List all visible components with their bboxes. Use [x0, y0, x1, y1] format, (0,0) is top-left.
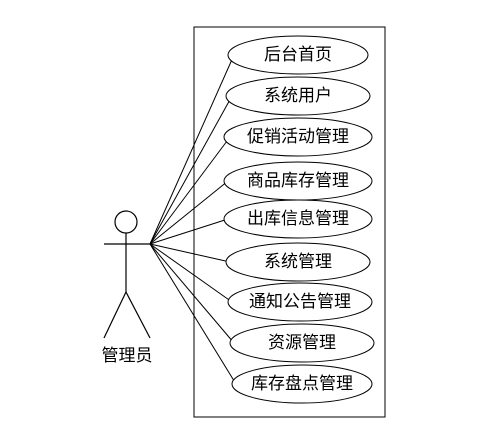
use-case-outbound-management: 出库信息管理	[223, 199, 373, 239]
use-case-ellipse	[229, 323, 375, 363]
use-case-ellipse	[227, 282, 373, 322]
association-line	[149, 243, 233, 303]
association-line	[149, 243, 231, 263]
use-case-label: 系统用户	[264, 86, 332, 106]
use-case-label: 资源管理	[268, 333, 336, 353]
actor: 管理员	[102, 210, 153, 366]
association-line	[149, 180, 229, 245]
use-case-resource-management: 资源管理	[229, 323, 375, 363]
use-case-ellipse	[223, 117, 373, 157]
use-case-promotion-management: 促销活动管理	[223, 117, 373, 157]
use-case-notice-management: 通知公告管理	[227, 282, 373, 322]
actor-left-leg	[103, 291, 127, 339]
use-cases: 后台首页 系统用户 促销活动管理 商品库存管理 出库信息管理 系统管理 通知公告…	[223, 35, 375, 404]
association-line	[149, 218, 229, 245]
use-case-label: 商品库存管理	[247, 171, 349, 191]
association-lines	[149, 54, 237, 385]
use-case-system-users: 系统用户	[225, 76, 371, 116]
association-line	[149, 243, 237, 385]
association-line	[149, 95, 233, 245]
use-case-ellipse	[225, 76, 371, 116]
use-case-label: 出库信息管理	[247, 209, 349, 229]
use-case-label: 促销活动管理	[247, 127, 349, 147]
use-case-ellipse	[231, 364, 373, 404]
use-case-ellipse	[225, 242, 371, 282]
actor-right-leg	[125, 291, 151, 339]
use-case-ellipse	[227, 35, 369, 75]
use-case-label: 通知公告管理	[249, 292, 351, 312]
use-case-label: 库存盘点管理	[251, 374, 353, 394]
use-case-label: 系统管理	[264, 252, 332, 272]
association-line	[149, 243, 235, 344]
actor-label: 管理员	[102, 346, 153, 366]
use-case-system-management: 系统管理	[225, 242, 371, 282]
association-line	[149, 136, 231, 245]
use-case-label: 后台首页	[264, 45, 332, 65]
association-line	[149, 54, 235, 245]
use-case-stocktaking-management: 库存盘点管理	[231, 364, 373, 404]
actor-head	[114, 210, 138, 234]
use-case-inventory-management: 商品库存管理	[223, 161, 373, 201]
use-case-ellipse	[223, 199, 373, 239]
use-case-home: 后台首页	[227, 35, 369, 75]
